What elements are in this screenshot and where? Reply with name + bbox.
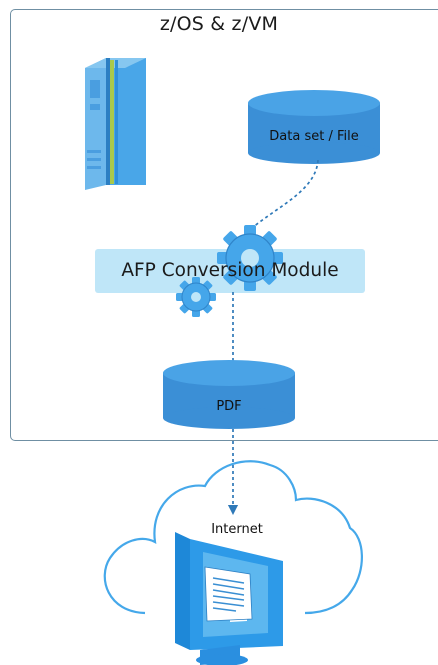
system-boundary xyxy=(10,9,438,441)
dataset-connector xyxy=(251,159,319,229)
dataset-label: Data set / File xyxy=(269,129,359,144)
pdf-cylinder xyxy=(163,360,295,429)
internet-label: Internet xyxy=(211,522,263,537)
small-gear-icon xyxy=(176,277,216,317)
monitor-icon xyxy=(175,532,283,665)
pdf-label: PDF xyxy=(216,399,242,414)
mainframe-server-icon xyxy=(85,58,146,190)
system-title: z/OS & z/VM xyxy=(159,13,279,35)
cloud-icon xyxy=(103,460,363,615)
module-label: AFP Conversion Module xyxy=(121,260,339,281)
dataset-cylinder xyxy=(248,90,380,164)
large-gear-icon xyxy=(217,225,283,291)
